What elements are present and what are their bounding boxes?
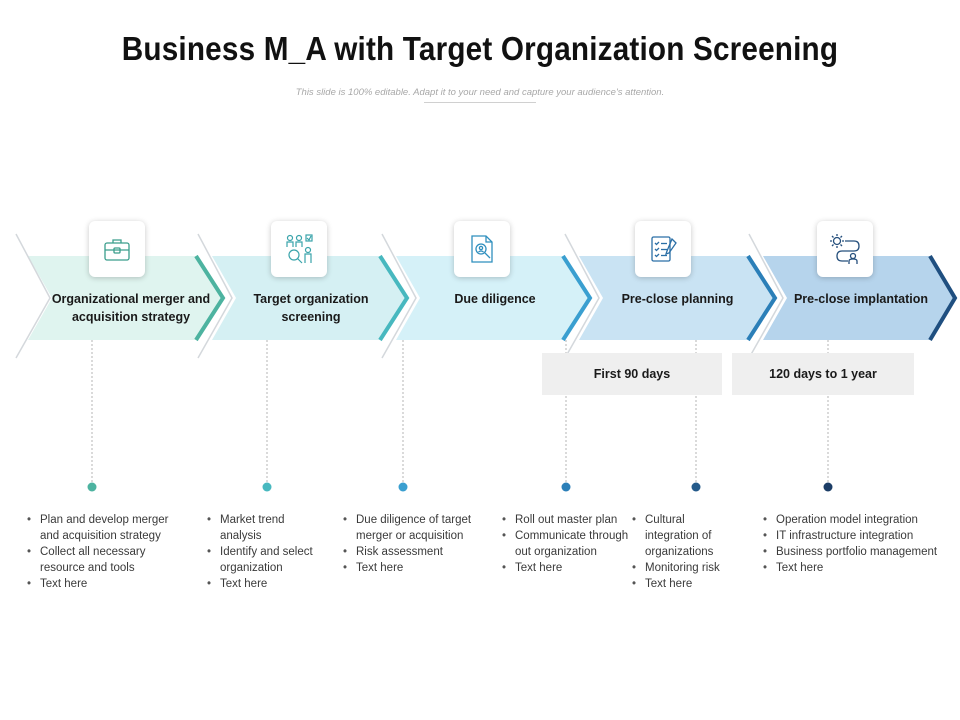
list-item: Business portfolio management (762, 544, 942, 560)
list-item: Communicate through out organization (501, 528, 629, 560)
list-item: Collect all necessary resource and tools (26, 544, 186, 576)
column-5-list: Cultural integration of organizations Mo… (631, 512, 741, 592)
stage-5-label: Pre-close implantation (793, 292, 929, 306)
dot-2 (262, 482, 272, 492)
stage-1-chevron (28, 256, 223, 340)
page-subtitle: This slide is 100% editable. Adapt it to… (295, 87, 665, 98)
stage-1-label: Organizational merger and acquisition st… (51, 292, 211, 324)
column-1-list: Plan and develop merger and acquisition … (26, 512, 186, 592)
stage-3-edge (561, 254, 593, 342)
list-item: Due diligence of target merger or acquis… (342, 512, 488, 544)
stage-2-edge (378, 254, 410, 342)
stage-4-chevron (579, 256, 775, 340)
stage-4-edge (746, 254, 778, 342)
phase-box-first-90-days: First 90 days (542, 353, 722, 395)
list-item: Market trend analysis (206, 512, 326, 544)
stage-3-chevron (396, 256, 590, 340)
list-item: Text here (342, 560, 488, 576)
stage-2-icon-box (271, 221, 327, 277)
list-item: Plan and develop merger and acquisition … (26, 512, 186, 544)
column-3-list: Due diligence of target merger or acquis… (342, 512, 488, 576)
list-item: Text here (26, 576, 186, 592)
list-item: Cultural integration of organizations (631, 512, 741, 560)
stage-5-icon-box (817, 221, 873, 277)
stage-5-tail (748, 233, 784, 359)
column-2-list: Market trend analysis Identify and selec… (206, 512, 326, 592)
stage-4-tail (564, 233, 600, 359)
stage-1-edge (194, 254, 226, 342)
people-search-icon (286, 234, 313, 264)
document-search-icon (471, 235, 493, 263)
column-6-list: Operation model integration IT infrastru… (762, 512, 942, 576)
stage-2-label: Target organization screening (253, 292, 369, 324)
list-item: Text here (631, 576, 741, 592)
column-4-list: Roll out master plan Communicate through… (501, 512, 629, 576)
list-item: Risk assessment (342, 544, 488, 560)
dot-3 (398, 482, 408, 492)
dot-4 (561, 482, 571, 492)
list-item: Text here (762, 560, 942, 576)
stage-2-chevron (212, 256, 407, 340)
dot-5 (691, 482, 701, 492)
stage-4-icon-box (635, 221, 691, 277)
list-item: IT infrastructure integration (762, 528, 942, 544)
stage-3-icon-box (454, 221, 510, 277)
list-item: Monitoring risk (631, 560, 741, 576)
list-item: Operation model integration (762, 512, 942, 528)
stage-1-icon-box (89, 221, 145, 277)
list-item: Identify and select organization (206, 544, 326, 576)
list-item: Text here (501, 560, 629, 576)
stage-4-label: Pre-close planning (621, 292, 734, 306)
list-item: Roll out master plan (501, 512, 629, 528)
stage-2-tail (197, 233, 233, 359)
dot-6 (823, 482, 833, 492)
stage-5-edge (928, 254, 958, 342)
phase-box-120-days: 120 days to 1 year (732, 353, 914, 395)
stage-3-label: Due diligence (454, 292, 536, 306)
stage-1-tail (15, 233, 51, 359)
stage-3-tail (381, 233, 417, 359)
checklist-icon (651, 236, 677, 262)
stage-5-chevron (763, 256, 955, 340)
gear-process-icon (830, 234, 860, 264)
dot-1 (87, 482, 97, 492)
list-item: Text here (206, 576, 326, 592)
page-title: Business M_A with Target Organization Sc… (121, 30, 839, 67)
briefcase-icon (104, 239, 130, 261)
subtitle-underline (424, 102, 536, 103)
